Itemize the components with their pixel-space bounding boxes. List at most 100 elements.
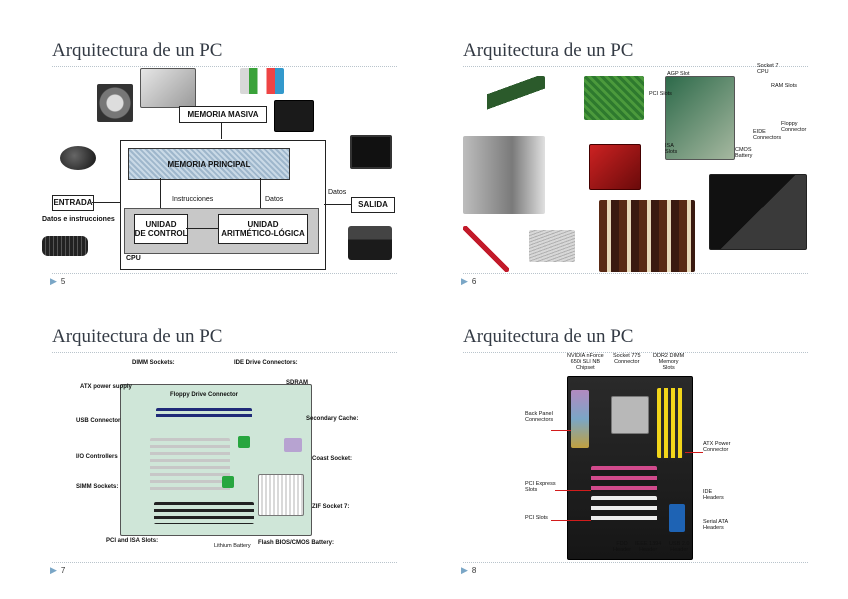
arrow-instrucciones <box>160 178 161 214</box>
motherboard-image <box>665 76 735 160</box>
callout-floppy: Floppy Connector <box>781 121 807 133</box>
footer-divider <box>52 273 397 274</box>
callout-coast: Coast Socket: <box>312 456 353 462</box>
mouse-image <box>60 146 96 170</box>
title-divider <box>52 352 397 353</box>
slide-title: Arquitectura de un PC <box>52 326 223 347</box>
page-number: ▶7 <box>50 565 66 575</box>
circuit-board-image <box>584 76 644 120</box>
bullet-arrow-icon: ▶ <box>50 276 57 286</box>
floppy-disk-image <box>274 100 314 132</box>
pci-slots <box>591 496 657 526</box>
expansion-slots-image <box>599 200 695 272</box>
keyboard-image <box>42 236 88 256</box>
callout-sata: Serial ATA Headers <box>703 519 729 531</box>
page-number: ▶6 <box>461 276 477 286</box>
callout-backpanel: Back Panel Connectors <box>525 411 554 423</box>
callout-ram: RAM Slots <box>771 83 797 89</box>
arrow-cu-alu <box>186 228 218 229</box>
graphics-card-image <box>589 144 641 190</box>
callout-ieee: IEEE 1394 Header <box>635 541 662 553</box>
callout-zif: ZIF Socket 7: <box>312 504 350 510</box>
cpu-socket <box>611 396 649 434</box>
pc-tower-back-image <box>463 136 545 214</box>
schematic-cache <box>284 438 302 452</box>
callout-agp: AGP Slot <box>667 71 690 77</box>
schematic-isa <box>154 502 254 524</box>
callout-ddr2: DDR2 DIMM Memory Slots <box>653 353 685 371</box>
sata-cable-image <box>463 226 509 272</box>
unidad-control-box: UNIDAD DE CONTROL <box>134 214 188 244</box>
callout-pcislots: PCI Slots <box>525 515 548 521</box>
datos-inner-label: Datos <box>265 196 284 203</box>
arrow-salida <box>324 204 351 205</box>
slide-title: Arquitectura de un PC <box>463 326 634 347</box>
footer-divider <box>52 562 397 563</box>
callout-simm: SIMM Sockets: <box>76 484 119 490</box>
callout-flash: Flash BIOS/CMOS Battery: <box>258 540 335 546</box>
ram-module-image <box>487 76 545 116</box>
pointer-line <box>551 520 591 521</box>
schematic-chip <box>222 476 234 488</box>
cpu-label: CPU <box>126 255 141 262</box>
callout-eide: EIDE Connectors <box>753 129 782 141</box>
slide-6: Arquitectura de un PC AGP Slot Socket 7 … <box>461 40 848 300</box>
arrow-datos <box>260 178 261 214</box>
callout-lithium: Lithium Battery <box>214 543 251 549</box>
callout-atx: ATX power supply <box>80 384 132 390</box>
slide-8: Arquitectura de un PC NVIDIA nForce 650i… <box>461 326 848 586</box>
ide-cable-image <box>529 230 575 262</box>
entrada-box: ENTRADA <box>52 195 94 211</box>
callout-ide: IDE Headers <box>703 489 724 501</box>
callout-sdram: SDRAM <box>286 380 308 386</box>
ddr2-slots <box>657 388 683 458</box>
bullet-arrow-icon: ▶ <box>461 565 468 575</box>
pcie-slots <box>591 466 657 492</box>
datos-out-label: Datos <box>328 189 347 196</box>
callout-secondary: Secondary Cache: <box>306 416 359 422</box>
title-divider <box>52 66 397 67</box>
pointer-line <box>685 452 703 453</box>
unidad-alu-box: UNIDAD ARITMÉTICO-LÓGICA <box>218 214 308 244</box>
callout-fdd: FDD Header <box>613 541 632 553</box>
slide-title: Arquitectura de un PC <box>52 40 223 61</box>
callout-nvidia: NVIDIA nForce 650i SLI NB Chipset <box>567 353 604 371</box>
monitor-image <box>350 135 392 169</box>
callout-usb: USB 2.0 Header <box>669 541 690 553</box>
memoria-masiva-box: MEMORIA MASIVA <box>179 106 267 123</box>
title-divider <box>463 352 808 353</box>
slide-title: Arquitectura de un PC <box>463 40 634 61</box>
callout-floppy: Floppy Drive Connector <box>170 392 239 398</box>
memoria-principal-box: MEMORIA PRINCIPAL <box>128 148 290 180</box>
callout-dimm: DIMM Sockets: <box>132 360 175 366</box>
callout-usb: USB Connector <box>76 418 121 424</box>
bullet-arrow-icon: ▶ <box>50 565 57 575</box>
footer-divider <box>463 273 808 274</box>
callout-atxpower: ATX Power Connector <box>703 441 731 453</box>
datos-instrucciones-label: Datos e instrucciones <box>42 216 115 223</box>
callout-pciexpress: PCI Express Slots <box>525 481 556 493</box>
salida-box: SALIDA <box>351 197 395 213</box>
callout-pci-isa: PCI and ISA Slots: <box>106 538 159 544</box>
page-number: ▶8 <box>461 565 477 575</box>
optical-drive-image <box>140 68 196 108</box>
callout-ide: IDE Drive Connectors: <box>234 360 298 366</box>
back-panel <box>571 390 589 448</box>
slide-5: Arquitectura de un PC MEMORIA MASIVA MEM… <box>42 40 452 300</box>
schematic-cpu-socket <box>258 474 304 516</box>
pointer-line <box>551 430 571 431</box>
bullet-arrow-icon: ▶ <box>461 276 468 286</box>
slide-7: Arquitectura de un PC DIMM Sockets: IDE … <box>50 326 452 586</box>
callout-pci: PCI Slots <box>649 91 672 97</box>
title-divider <box>463 66 808 67</box>
page-number: ▶5 <box>50 276 66 286</box>
footer-divider <box>463 562 808 563</box>
pc-case-open-image <box>709 174 807 250</box>
callout-io: I/O Controllers <box>76 454 118 460</box>
instrucciones-label: Instrucciones <box>172 196 214 203</box>
callout-isa: ISA Slots <box>665 143 678 155</box>
arrow-masiva <box>221 122 222 139</box>
hard-disk-image <box>97 84 133 122</box>
sata-headers <box>669 504 685 532</box>
usb-drives-image <box>240 68 284 94</box>
